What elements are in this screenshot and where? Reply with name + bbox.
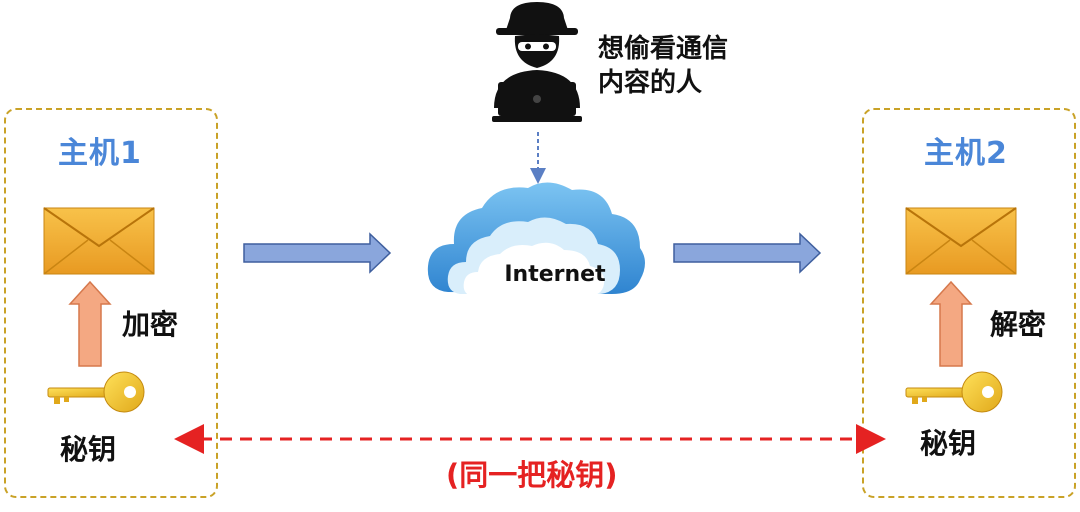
hacker-icon: [492, 2, 582, 122]
envelope-icon-host1: [43, 207, 155, 275]
key-icon-host2: [905, 371, 1003, 413]
encrypt-up-arrow: [68, 280, 112, 367]
host2-title: 主机2: [924, 136, 1008, 171]
attacker-label-line1: 想偷看通信: [598, 34, 729, 64]
flow-arrow-host1-to-internet: [243, 232, 392, 274]
decrypt-up-arrow: [929, 280, 973, 367]
same-key-note: (同一把秘钥): [446, 458, 618, 492]
internet-label: Internet: [504, 262, 606, 287]
cloud-icon: [427, 182, 645, 296]
key-label-host1: 秘钥: [60, 433, 117, 466]
encrypt-label: 加密: [122, 308, 179, 341]
envelope-icon-host2: [905, 207, 1017, 275]
decrypt-label: 解密: [990, 308, 1047, 341]
host2-container: [862, 108, 1076, 498]
host1-container: [4, 108, 218, 498]
attacker-label: 想偷看通信 内容的人: [598, 32, 728, 100]
key-icon-host1: [47, 371, 145, 413]
flow-arrow-internet-to-host2: [673, 232, 822, 274]
host1-title: 主机1: [58, 136, 142, 171]
key-label-host2: 秘钥: [920, 427, 977, 460]
attacker-label-line2: 内容的人: [598, 68, 703, 98]
